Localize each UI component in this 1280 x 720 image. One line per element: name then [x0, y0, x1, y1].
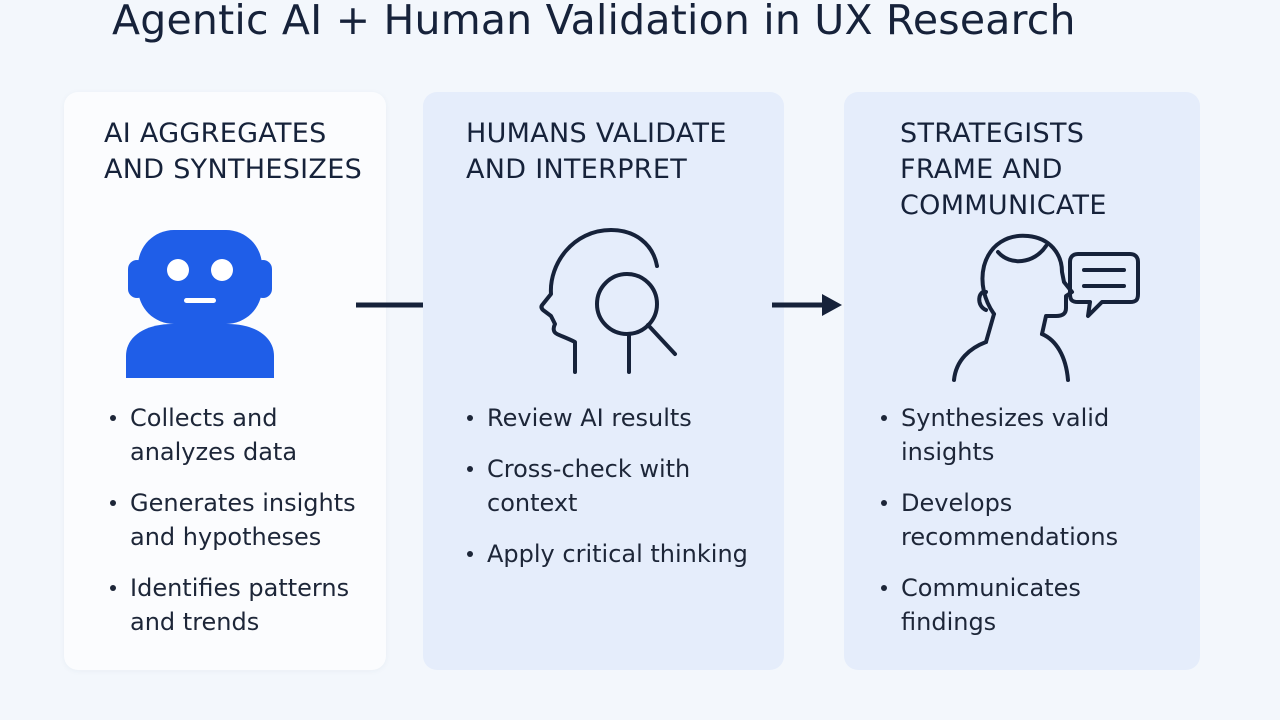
list-item: Communicates findings	[879, 571, 1179, 639]
list-item: Identifies patterns and trends	[108, 571, 378, 639]
column-heading: STRATEGISTS FRAME AND COMMUNICATE	[900, 118, 1107, 221]
list-item: Develops recommendations	[879, 486, 1179, 554]
robot-icon	[124, 228, 276, 384]
column-strategists-frame: STRATEGISTS FRAME AND COMMUNICATE Synthe…	[844, 92, 1200, 670]
column-heading: AI AGGREGATES AND SYNTHESIZES	[104, 118, 363, 185]
bullet-list: Review AI results Cross-check with conte…	[465, 401, 765, 588]
bullet-list: Collects and analyzes data Generates ins…	[108, 401, 378, 656]
head-magnifier-icon	[527, 224, 687, 380]
bullet-list: Synthesizes valid insights Develops reco…	[879, 401, 1179, 656]
list-item: Review AI results	[465, 401, 765, 435]
column-humans-validate: HUMANS VALIDATE AND INTERPRET Review AI …	[423, 92, 784, 670]
list-item: Synthesizes valid insights	[879, 401, 1179, 469]
arrow-right-icon	[770, 292, 846, 322]
list-item: Collects and analyzes data	[108, 401, 378, 469]
page-title: Agentic AI + Human Validation in UX Rese…	[112, 0, 1076, 44]
list-item: Cross-check with context	[465, 452, 765, 520]
person-speech-bubble-icon	[950, 230, 1142, 388]
column-heading: HUMANS VALIDATE AND INTERPRET	[466, 118, 727, 185]
list-item: Apply critical thinking	[465, 537, 765, 571]
column-ai-aggregates: AI AGGREGATES AND SYNTHESIZES Collects a…	[64, 92, 386, 670]
list-item: Generates insights and hypotheses	[108, 486, 378, 554]
